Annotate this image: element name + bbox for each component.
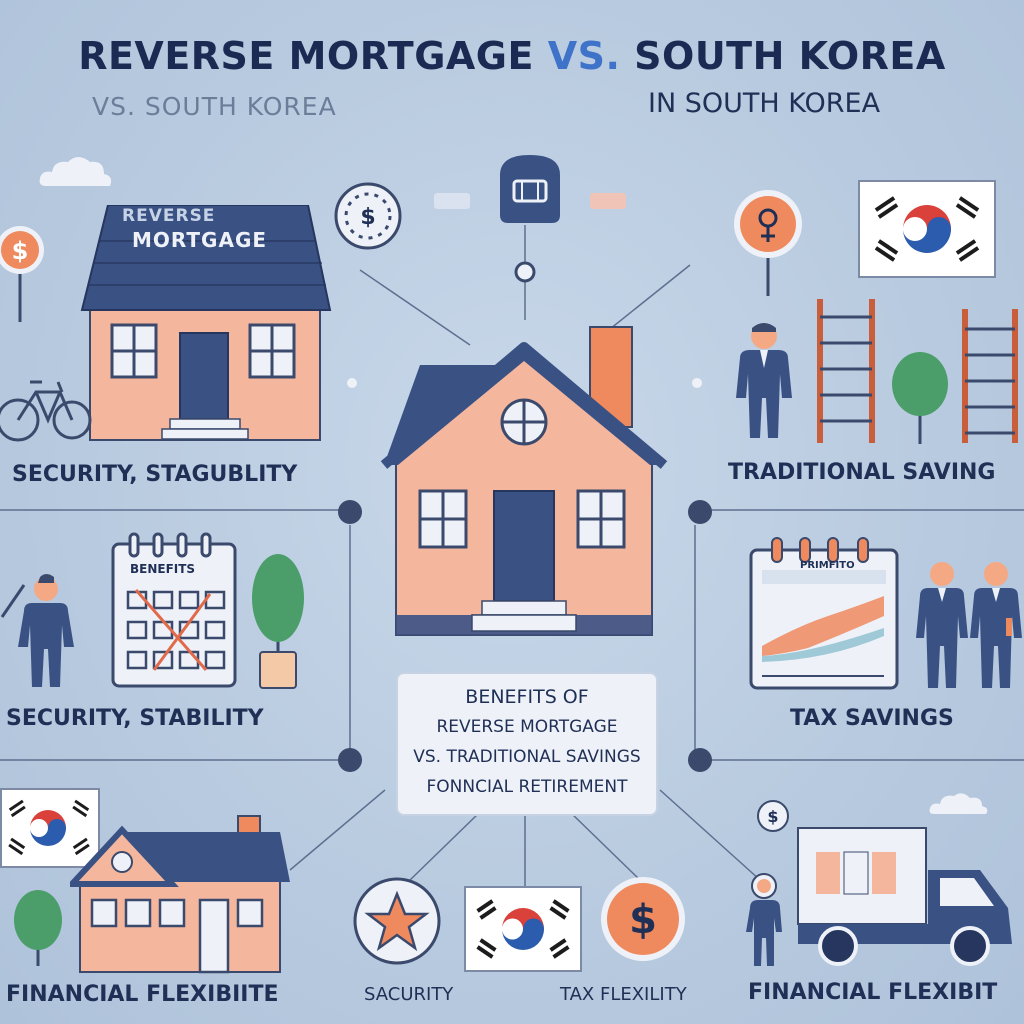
label-security-stability-mid: SECURITY, STABILITY — [6, 706, 264, 731]
ladder-icon — [962, 309, 1018, 443]
label-financial-flexibility-right: FINANCIAL FLEXIBIT — [748, 980, 998, 1005]
tree-icon — [892, 352, 948, 444]
chart-card — [749, 537, 899, 690]
house-sign-line-2: MORTGAGE — [132, 228, 268, 252]
house-sign-line-1: REVERSE — [122, 206, 216, 226]
subtitle-left: VS. SOUTH KOREA — [92, 92, 337, 121]
potted-plant-icon — [252, 554, 304, 689]
businessman-icon — [0, 574, 74, 687]
label-security-bottom: SACURITY — [364, 984, 454, 1005]
tree-icon — [14, 890, 62, 966]
page-title: REVERSE MORTGAGE VS. SOUTH KOREA — [0, 34, 1024, 78]
central-house — [380, 326, 668, 636]
star-badge-icon — [353, 877, 441, 965]
reverse-mortgage-house — [80, 205, 332, 441]
center-summary-box: BENEFITS OF REVERSE MORTGAGE VS. TRADITI… — [396, 672, 658, 816]
label-tax-flexility: TAX FLEXILITY — [560, 984, 687, 1005]
center-box-line-2: REVERSE MORTGAGE — [436, 717, 618, 737]
svg-text:$: $ — [767, 807, 778, 826]
businessman-icon — [736, 323, 792, 438]
female-symbol-pin-icon — [734, 190, 802, 296]
businessmen-pair-icon — [916, 562, 1022, 688]
title-vs: VS. — [547, 34, 621, 78]
svg-text:$: $ — [629, 897, 657, 943]
coin-icon: $ — [757, 800, 789, 832]
bicycle-icon — [0, 380, 92, 442]
cloud-icon — [39, 157, 112, 186]
title-part-1: REVERSE MORTGAGE — [78, 34, 534, 78]
label-tax-savings: TAX SAVINGS — [790, 706, 954, 731]
label-security-stability-top: SECURITY, STAGUBLITY — [12, 462, 298, 487]
chart-card-title: PRIMFITO — [800, 560, 855, 571]
cloud-icon — [929, 793, 988, 814]
benefits-calendar — [111, 532, 237, 688]
korea-flag-icon — [464, 886, 582, 972]
small-house-icon — [70, 815, 290, 974]
ladder-icon — [817, 299, 875, 443]
dollar-coin-icon: $ — [601, 877, 685, 961]
dollar-pin-icon: $ — [0, 226, 44, 322]
coin-icon: $ — [334, 182, 402, 250]
calendar-title: BENEFITS — [130, 562, 196, 576]
svg-text:$: $ — [12, 237, 29, 265]
label-financial-flexibility-left: FINANCIAL FLEXIBIITE — [6, 982, 279, 1007]
bank-pin-icon — [434, 155, 626, 223]
businessman-icon — [746, 873, 782, 966]
korea-flag-icon — [0, 788, 100, 868]
svg-text:$: $ — [360, 205, 375, 230]
center-box-line-1: BENEFITS OF — [465, 686, 589, 708]
title-part-2: SOUTH KOREA — [634, 34, 946, 78]
center-box-line-3: VS. TRADITIONAL SAVINGS — [413, 747, 641, 767]
korea-flag-icon — [858, 180, 996, 278]
label-traditional-savings: TRADITIONAL SAVING — [728, 460, 996, 485]
subtitle-right: IN SOUTH KOREA — [648, 88, 881, 119]
delivery-truck-icon — [797, 827, 1012, 966]
center-box-line-4: FONNCIAL RETIREMENT — [426, 777, 628, 797]
